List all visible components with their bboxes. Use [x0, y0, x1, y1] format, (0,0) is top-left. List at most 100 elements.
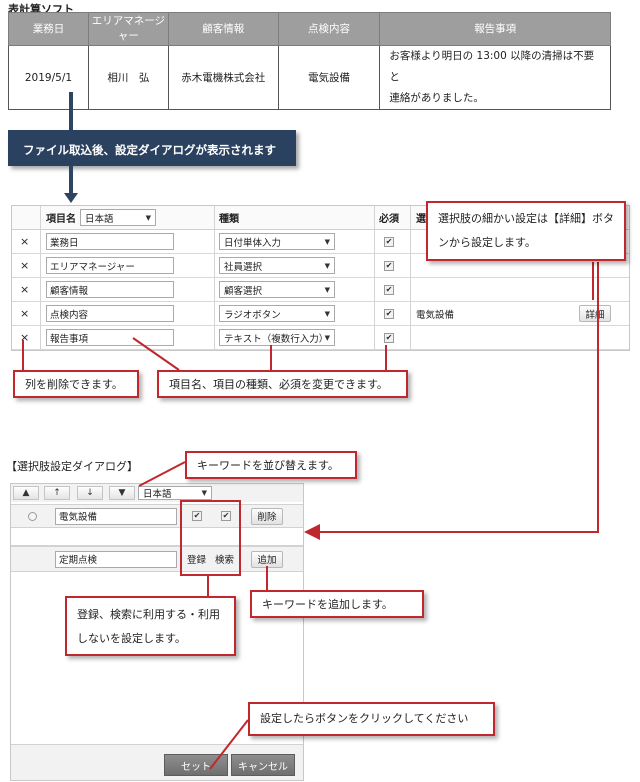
delete-column-icon[interactable]: × — [20, 259, 30, 272]
remarks-line-1: お客様より明日の 13:00 以降の清掃は不要と — [389, 50, 595, 83]
chevron-down-icon: ▼ — [324, 237, 330, 246]
callout-detail-line-2: ンから設定します。 — [438, 236, 536, 249]
grid-header-type: 種類 — [219, 214, 239, 225]
grid-header-options: 選 — [416, 214, 426, 225]
move-up-button[interactable]: ↑ — [44, 486, 70, 500]
required-checkbox[interactable]: ✔ — [384, 332, 394, 343]
register-checkbox[interactable]: ✔ — [192, 511, 202, 521]
type-select[interactable]: 社員選択 ▼ — [219, 257, 335, 274]
type-select-value: 顧客選択 — [224, 285, 263, 297]
table-row: 2019/5/1 相川 弘 赤木電機株式会社 電気設備 お客様より明日の 13:… — [8, 45, 611, 110]
language-select-wrap: 日本語 ▼ — [80, 206, 156, 229]
col-header-remarks: 報告事項 — [379, 12, 611, 46]
search-label: 検索 — [215, 555, 235, 566]
required-checkbox[interactable]: ✔ — [384, 236, 394, 247]
delete-column-icon[interactable]: × — [20, 307, 30, 320]
delete-column-icon[interactable]: × — [20, 235, 30, 248]
move-bottom-button[interactable]: ▼ — [109, 486, 135, 500]
add-option-button[interactable]: 追加 — [251, 550, 283, 568]
chevron-down-icon: ▼ — [145, 213, 151, 222]
item-name-input[interactable]: 点検内容 — [46, 305, 174, 322]
required-checkbox[interactable]: ✔ — [384, 260, 394, 271]
cell-date: 2019/5/1 — [8, 45, 89, 110]
option-summary: 電気設備 — [416, 309, 455, 321]
dialog-language-value: 日本語 — [143, 489, 172, 500]
option-row: 電気設備 ✔ ✔ 削除 — [11, 504, 303, 528]
language-select[interactable]: 日本語 ▼ — [80, 209, 156, 226]
delete-option-button[interactable]: 削除 — [251, 507, 283, 525]
cell-inspection: 電気設備 — [277, 45, 381, 110]
callout-detail-line-1: 選択肢の細かい設定は【詳細】ボタ — [438, 212, 614, 225]
type-select[interactable]: 顧客選択 ▼ — [219, 281, 335, 298]
flow-arrow-line — [69, 92, 73, 130]
register-label: 登録 — [187, 555, 207, 566]
item-name-input[interactable]: 業務日 — [46, 233, 174, 250]
set-button[interactable]: セット — [164, 754, 228, 776]
delete-column-icon[interactable]: × — [20, 283, 30, 296]
dialog-language-select[interactable]: 日本語 ▼ — [138, 486, 212, 500]
type-select[interactable]: テキスト（複数行入力）▼ — [219, 329, 335, 346]
callout-add-keyword: キーワードを追加します。 — [250, 590, 424, 618]
chevron-down-icon: ▼ — [324, 285, 330, 294]
col-header-customer: 顧客情報 — [167, 12, 279, 46]
callout-click-set: 設定したらボタンをクリックしてください — [248, 702, 495, 736]
grid-divider — [40, 206, 41, 350]
dialog-footer: セット キャンセル — [11, 744, 303, 780]
dialog-toolbar: ▲ ↑ ↓ ▼ 日本語 ▼ — [11, 484, 303, 502]
grid-row: × 顧客情報 顧客選択 ▼ ✔ — [12, 278, 629, 302]
grid-divider — [214, 206, 215, 350]
callout-delete-column: 列を削除できます。 — [13, 370, 139, 398]
item-name-input[interactable]: 報告事項 — [46, 329, 174, 346]
type-select-value: 社員選択 — [224, 261, 263, 273]
remarks-line-2: 連絡がありました。 — [389, 92, 484, 104]
type-select-value: 日付単体入力 — [224, 237, 282, 249]
option-radio[interactable] — [28, 511, 37, 521]
dialog-title: 【選択肢設定ダイアログ】 — [6, 460, 138, 473]
callout-sort-keywords: キーワードを並び替えます。 — [185, 451, 357, 479]
chevron-down-icon: ▼ — [324, 309, 330, 318]
callout-register-search: 登録、検索に利用する・利用 しないを設定します。 — [65, 596, 236, 656]
col-header-date: 業務日 — [8, 12, 89, 46]
spreadsheet-table: 業務日 エリアマネージャー 顧客情報 点検内容 報告事項 2019/5/1 相川… — [8, 12, 611, 110]
item-name-input[interactable]: 顧客情報 — [46, 281, 174, 298]
grid-header-item-name: 項目名 — [46, 214, 76, 225]
required-checkbox[interactable]: ✔ — [384, 308, 394, 319]
chevron-down-icon: ▼ — [324, 333, 330, 342]
grid-row: × 点検内容 ラジオボタン ▼ ✔ 電気設備 詳細 — [12, 302, 629, 326]
flow-banner: ファイル取込後、設定ダイアログが表示されます — [8, 130, 296, 166]
move-top-button[interactable]: ▲ — [13, 486, 39, 500]
cancel-button[interactable]: キャンセル — [231, 754, 295, 776]
type-select-value: テキスト（複数行入力） — [224, 333, 329, 345]
new-option-row: 定期点検 登録 検索 追加 — [11, 546, 303, 572]
chevron-down-icon: ▼ — [324, 261, 330, 270]
callout-register-line-1: 登録、検索に利用する・利用 — [77, 608, 220, 621]
move-down-button[interactable]: ↓ — [77, 486, 103, 500]
option-value-input[interactable]: 電気設備 — [55, 507, 177, 525]
callout-register-line-2: しないを設定します。 — [77, 632, 186, 645]
chevron-down-icon: ▼ — [201, 489, 207, 497]
item-name-input[interactable]: エリアマネージャー — [46, 257, 174, 274]
flow-arrow-line — [69, 166, 73, 194]
delete-column-icon[interactable]: × — [20, 331, 30, 344]
language-select-value: 日本語 — [85, 213, 114, 225]
search-checkbox[interactable]: ✔ — [221, 511, 231, 521]
cell-remarks: お客様より明日の 13:00 以降の清掃は不要と 連絡がありました。 — [379, 45, 611, 110]
detail-button[interactable]: 詳細 — [579, 305, 611, 322]
grid-row: × 報告事項 テキスト（複数行入力）▼ ✔ — [12, 326, 629, 350]
grid-header-required: 必須 — [379, 214, 399, 225]
col-header-manager: エリアマネージャー — [87, 12, 169, 46]
grid-divider — [374, 206, 375, 350]
new-option-input[interactable]: 定期点検 — [55, 550, 177, 568]
grid-divider — [410, 206, 411, 350]
callout-change-items: 項目名、項目の種類、必須を変更できます。 — [157, 370, 408, 398]
flow-arrow-head — [64, 193, 78, 203]
cell-manager: 相川 弘 — [87, 45, 169, 110]
option-list-spacer — [11, 528, 303, 546]
callout-detail-settings: 選択肢の細かい設定は【詳細】ボタ ンから設定します。 — [426, 201, 626, 261]
cell-customer: 赤木電機株式会社 — [167, 45, 279, 110]
type-select[interactable]: ラジオボタン ▼ — [219, 305, 335, 322]
required-checkbox[interactable]: ✔ — [384, 284, 394, 295]
type-select[interactable]: 日付単体入力 ▼ — [219, 233, 335, 250]
col-header-inspection: 点検内容 — [277, 12, 381, 46]
type-select-value: ラジオボタン — [224, 309, 281, 321]
